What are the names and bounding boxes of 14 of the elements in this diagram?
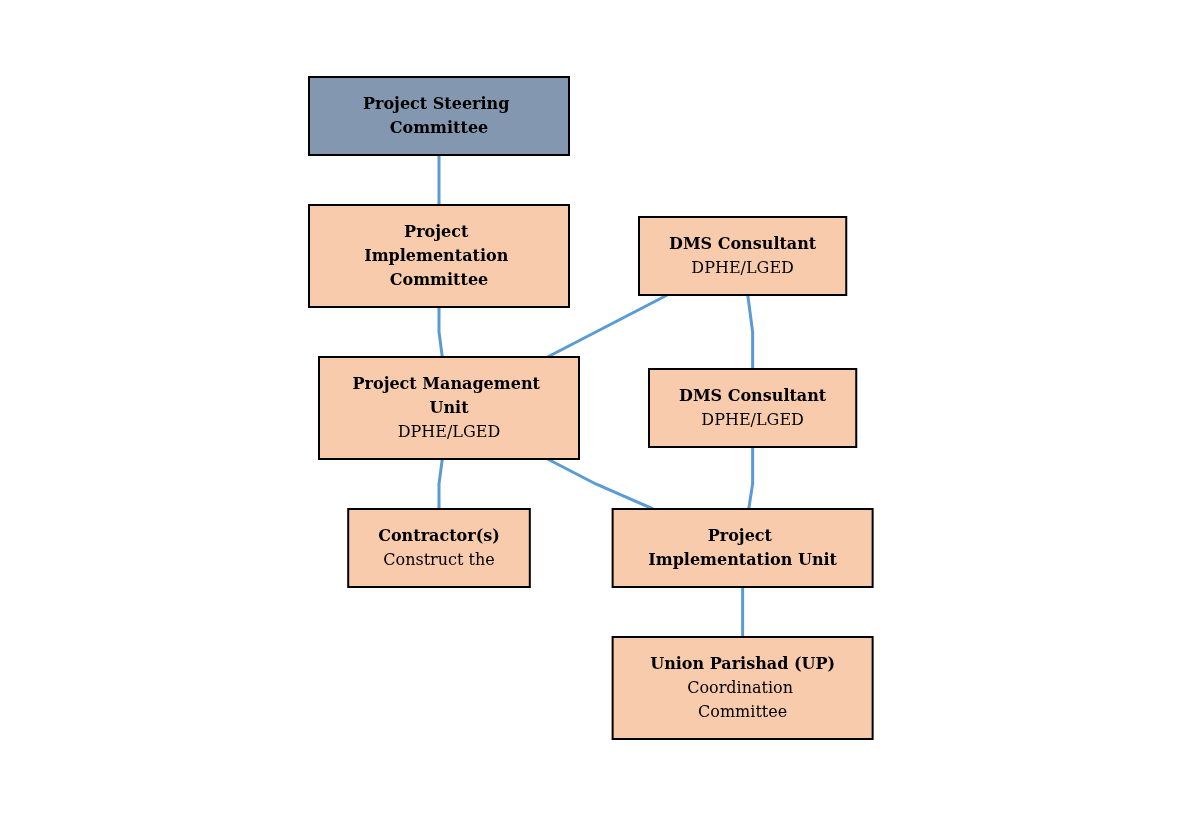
node-box: Project Management Unit DPHE/LGED <box>318 356 581 460</box>
connector <box>747 447 755 510</box>
connector <box>746 294 755 369</box>
node-box: DMS Consultant DPHE/LGED <box>638 216 848 296</box>
connector <box>437 458 444 509</box>
node-box: Project Steering Committee <box>308 76 571 156</box>
node-box: Union Parishad (UP) Coordination Committee <box>611 636 874 740</box>
connector <box>741 587 745 637</box>
node-box: Contractor(s) Construct the <box>347 508 531 588</box>
node-box: Project Implementation Unit <box>611 508 874 588</box>
node-box: DMS Consultant DPHE/LGED <box>648 368 858 448</box>
node-box: Project Implementation Committee <box>308 204 571 308</box>
connector <box>437 155 441 205</box>
connector <box>437 307 444 358</box>
